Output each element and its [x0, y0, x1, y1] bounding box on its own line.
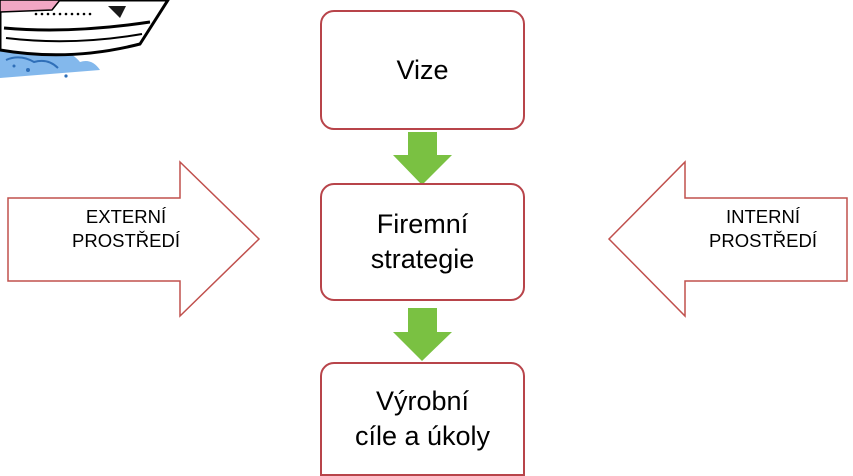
internal-environment-arrow [607, 160, 848, 318]
production-goals-label: Výrobní cíle a úkoly [354, 386, 491, 451]
vision-box: Vize [320, 10, 525, 130]
company-strategy-box: Firemní strategie [320, 183, 525, 301]
production-goals-box: Výrobní cíle a úkoly [320, 362, 525, 476]
cruise-ship-icon [0, 0, 170, 78]
external-environment-arrow [7, 160, 261, 318]
external-environment-label: EXTERNÍ PROSTŘEDÍ [72, 206, 180, 252]
flow-arrow-down-2 [393, 308, 452, 361]
flow-arrow-down-1 [393, 132, 452, 185]
company-strategy-label: Firemní strategie [370, 209, 475, 274]
vision-label: Vize [396, 54, 449, 85]
internal-environment-label: INTERNÍ PROSTŘEDÍ [709, 206, 817, 252]
